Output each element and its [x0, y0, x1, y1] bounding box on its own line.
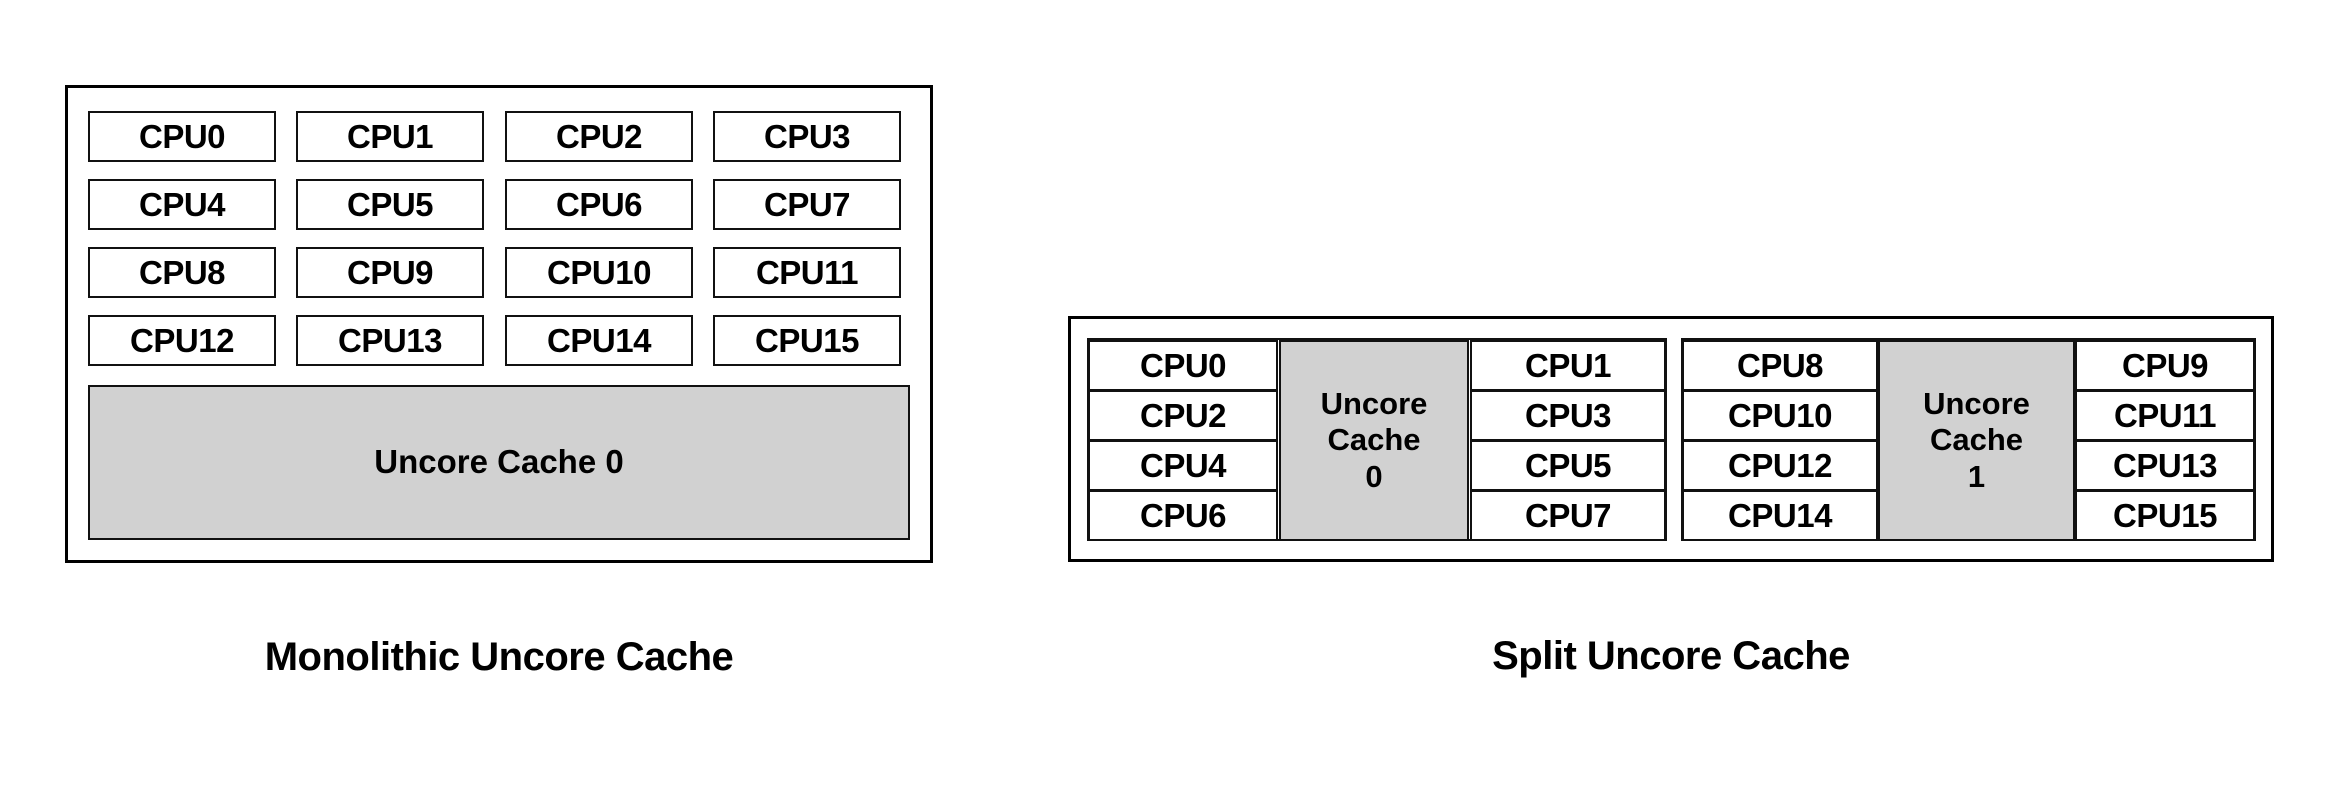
cpu-box: CPU14 [1682, 490, 1878, 541]
cpu-box: CPU3 [1470, 390, 1666, 441]
cpu-box: CPU8 [88, 247, 276, 298]
cpu-box: CPU0 [1088, 340, 1278, 391]
cpu-box: CPU2 [1088, 390, 1278, 441]
cpu-box: CPU8 [1682, 340, 1878, 391]
cpu-box: CPU13 [2075, 440, 2255, 491]
cpu-box: CPU3 [713, 111, 901, 162]
cpu-box: CPU7 [713, 179, 901, 230]
cpu-box: CPU4 [1088, 440, 1278, 491]
cpu-box: CPU15 [2075, 490, 2255, 541]
cpu-box: CPU12 [88, 315, 276, 366]
uncore-cache-box: Uncore Cache 0 [88, 385, 910, 540]
cpu-box: CPU10 [505, 247, 693, 298]
cpu-box: CPU4 [88, 179, 276, 230]
cpu-box: CPU14 [505, 315, 693, 366]
uncore-cache-box: Uncore Cache 0 [1279, 340, 1469, 541]
cpu-box: CPU1 [296, 111, 484, 162]
cpu-box: CPU11 [2075, 390, 2255, 441]
cpu-box: CPU11 [713, 247, 901, 298]
cpu-box: CPU5 [1470, 440, 1666, 491]
cpu-box: CPU12 [1682, 440, 1878, 491]
cpu-box: CPU6 [505, 179, 693, 230]
cpu-box: CPU9 [2075, 340, 2255, 391]
cpu-box: CPU9 [296, 247, 484, 298]
cpu-box: CPU2 [505, 111, 693, 162]
figure-caption: Monolithic Uncore Cache [264, 635, 734, 679]
figure-caption: Split Uncore Cache [1492, 634, 1850, 678]
cpu-box: CPU13 [296, 315, 484, 366]
split-uncore-cache-figure: CPU0 CPU2 CPU4 CPU6 Uncore Cache 0 CPU1 … [1068, 316, 2274, 706]
cpu-box: CPU7 [1470, 490, 1666, 541]
cpu-box: CPU6 [1088, 490, 1278, 541]
monolithic-uncore-cache-figure: CPU0 CPU1 CPU2 CPU3 CPU4 CPU5 CPU6 CPU7 … [65, 85, 933, 705]
uncore-cache-box: Uncore Cache 1 [1878, 340, 2075, 541]
cpu-box: CPU1 [1470, 340, 1666, 391]
cpu-box: CPU10 [1682, 390, 1878, 441]
cpu-box: CPU5 [296, 179, 484, 230]
cpu-box: CPU0 [88, 111, 276, 162]
cpu-box: CPU15 [713, 315, 901, 366]
